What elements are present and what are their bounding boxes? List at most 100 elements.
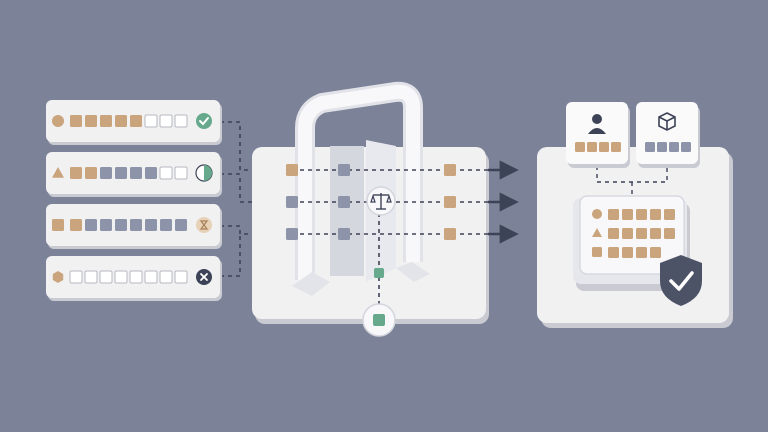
row-cell bbox=[144, 270, 158, 284]
output-top-cell bbox=[669, 142, 679, 152]
gate-exit-cell bbox=[444, 196, 456, 208]
output-grid-cell bbox=[650, 209, 661, 220]
row-cell bbox=[174, 166, 188, 180]
row-cell bbox=[84, 270, 98, 284]
output-grid-cell bbox=[636, 228, 647, 239]
row-cell bbox=[69, 270, 83, 284]
output-grid-cell bbox=[650, 247, 661, 258]
output-top-card bbox=[566, 102, 630, 168]
input-row bbox=[46, 256, 222, 301]
output-grid-cell bbox=[650, 228, 661, 239]
output-grid-cell bbox=[664, 228, 675, 239]
row-cell bbox=[85, 167, 97, 179]
row-cell bbox=[70, 115, 82, 127]
gate-inside-cell bbox=[338, 228, 350, 240]
cube-icon bbox=[658, 112, 676, 131]
row-cell bbox=[99, 270, 113, 284]
row-cell bbox=[85, 115, 97, 127]
connector-row-2 bbox=[220, 173, 300, 203]
output-grid-cell bbox=[636, 209, 647, 220]
output-grid-cell bbox=[622, 247, 633, 258]
output-top-card bbox=[636, 102, 700, 168]
circle-icon bbox=[52, 115, 64, 127]
gate-cells bbox=[286, 164, 456, 240]
row-cell bbox=[100, 219, 112, 231]
triangle-icon bbox=[592, 228, 602, 237]
output-grid-row bbox=[592, 247, 661, 258]
output-top-cell bbox=[645, 142, 655, 152]
output-top-cell bbox=[599, 142, 609, 152]
x-circle-icon bbox=[196, 269, 212, 285]
input-row bbox=[46, 100, 222, 145]
input-row bbox=[46, 152, 222, 197]
output-grid-cell bbox=[608, 228, 619, 239]
square-icon bbox=[52, 219, 64, 231]
gate-inside-cell bbox=[338, 164, 350, 176]
output-top-cell bbox=[611, 142, 621, 152]
gate-entry-cell bbox=[286, 196, 298, 208]
row-cell bbox=[145, 219, 157, 231]
gate-exit-cell bbox=[444, 164, 456, 176]
output-grid-cell bbox=[636, 247, 647, 258]
output-grid-cell bbox=[622, 209, 633, 220]
output-grid bbox=[592, 209, 675, 258]
row-cell bbox=[145, 167, 157, 179]
connector-row-4 bbox=[220, 234, 241, 277]
hexagon-icon bbox=[52, 271, 64, 283]
row-cell bbox=[144, 114, 158, 128]
row-cell bbox=[175, 219, 187, 231]
shield-check-icon bbox=[660, 255, 702, 306]
row-cell bbox=[70, 219, 82, 231]
row-cell bbox=[174, 270, 188, 284]
row-cell bbox=[160, 219, 172, 231]
output-grid-cell bbox=[664, 209, 675, 220]
half-circle-icon bbox=[195, 164, 213, 182]
row-cell bbox=[130, 115, 142, 127]
row-cell bbox=[70, 167, 82, 179]
gate-entry-cell bbox=[286, 164, 298, 176]
circle-icon bbox=[592, 209, 602, 219]
row-cell bbox=[100, 167, 112, 179]
row-cell bbox=[115, 115, 127, 127]
scale-balance-icon bbox=[366, 186, 396, 216]
row-cell bbox=[115, 167, 127, 179]
row-cell bbox=[130, 219, 142, 231]
row-cell bbox=[130, 167, 142, 179]
output-grid-cell bbox=[622, 228, 633, 239]
row-cell bbox=[159, 166, 173, 180]
output-top-connectors bbox=[596, 166, 668, 196]
check-circle-icon bbox=[196, 113, 212, 129]
square-icon bbox=[592, 247, 602, 257]
row-cell bbox=[159, 270, 173, 284]
output-grid-row bbox=[592, 209, 675, 220]
row-cell bbox=[100, 115, 112, 127]
output-top-cell bbox=[681, 142, 691, 152]
gate-door bbox=[292, 81, 430, 296]
output-top-cell bbox=[657, 142, 667, 152]
output-arrows bbox=[488, 160, 519, 244]
gate-inside-cell bbox=[338, 196, 350, 208]
row-cell bbox=[174, 114, 188, 128]
output-grid-cell bbox=[608, 209, 619, 220]
output-top-cards bbox=[566, 102, 700, 168]
gate-flow-lines bbox=[300, 169, 500, 308]
output-top-cell bbox=[587, 142, 597, 152]
gate-entry-cell bbox=[286, 228, 298, 240]
row-cell bbox=[115, 219, 127, 231]
row-cell bbox=[159, 114, 173, 128]
row-cell bbox=[114, 270, 128, 284]
triangle-icon bbox=[52, 167, 64, 178]
output-top-cell bbox=[575, 142, 585, 152]
row-cell bbox=[85, 219, 97, 231]
output-grid-cell bbox=[608, 247, 619, 258]
user-icon bbox=[588, 114, 606, 134]
row-cell bbox=[129, 270, 143, 284]
input-row bbox=[46, 204, 222, 249]
green-square-icon bbox=[362, 268, 396, 337]
input-rows bbox=[46, 100, 222, 301]
hourglass-icon bbox=[196, 217, 212, 233]
gate-exit-cell bbox=[444, 228, 456, 240]
output-grid-row bbox=[592, 228, 675, 239]
